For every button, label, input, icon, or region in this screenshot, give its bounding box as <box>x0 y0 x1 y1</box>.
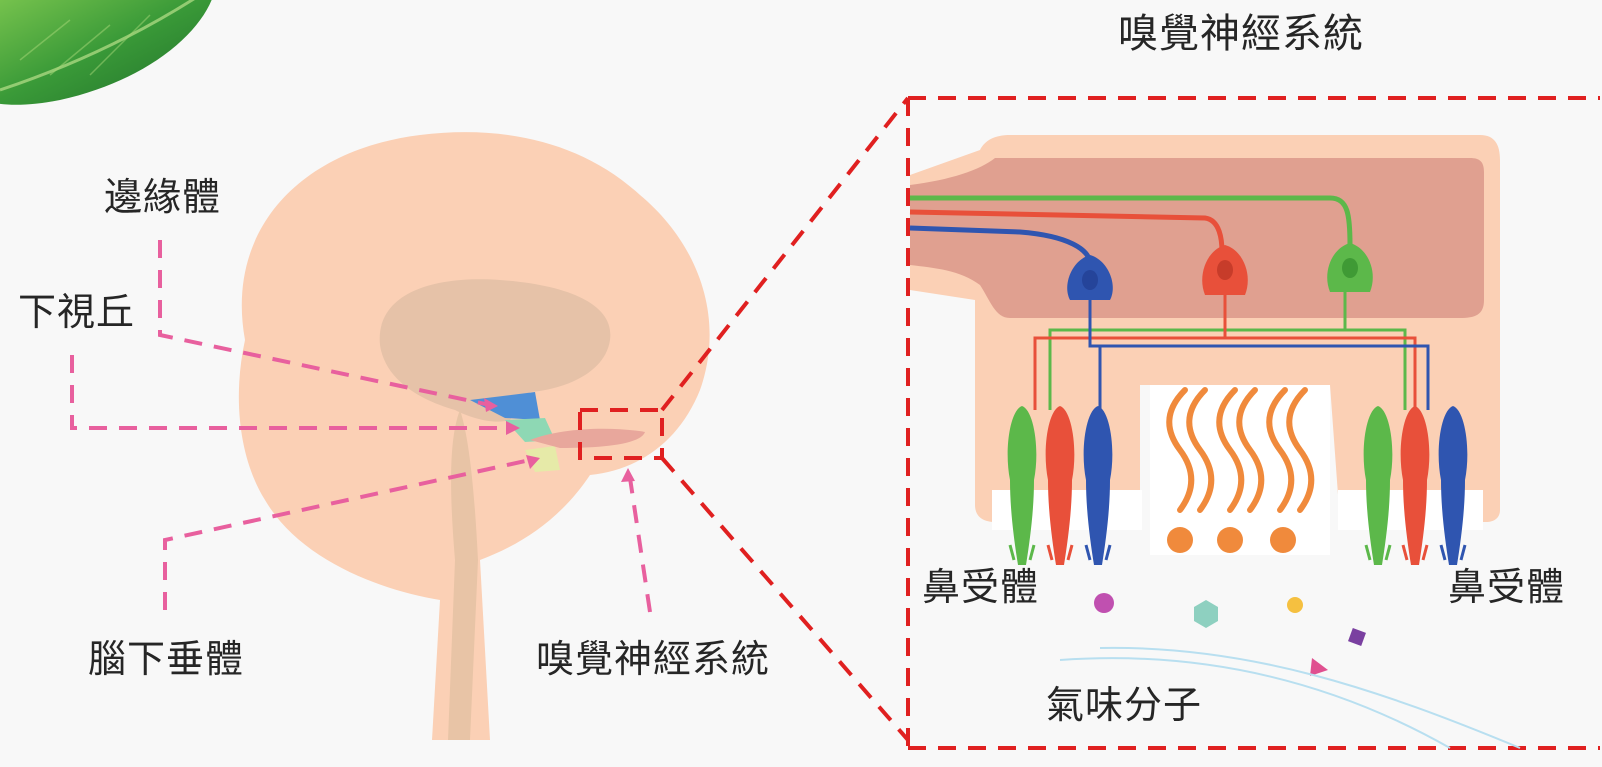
receptor-neurons-left <box>1008 406 1113 565</box>
cilia-knobs <box>1167 527 1296 553</box>
label-limbic-system: 邊緣體 <box>104 178 221 216</box>
label-hypothalamus: 下視丘 <box>18 293 135 331</box>
olfactory-detail <box>910 135 1520 748</box>
leaf-icon <box>0 0 215 105</box>
label-odor-molecules: 氣味分子 <box>1046 686 1202 724</box>
odor-molecule-shapes <box>1094 593 1366 676</box>
label-receptor-left: 鼻受體 <box>922 568 1039 606</box>
label-pituitary: 腦下垂體 <box>88 640 244 678</box>
diagram-title: 嗅覺神經系統 <box>1118 14 1364 54</box>
receptor-neurons-right <box>1364 406 1468 565</box>
label-receptor-right: 鼻受體 <box>1448 568 1565 606</box>
label-olfactory-system: 嗅覺神經系統 <box>536 640 770 678</box>
